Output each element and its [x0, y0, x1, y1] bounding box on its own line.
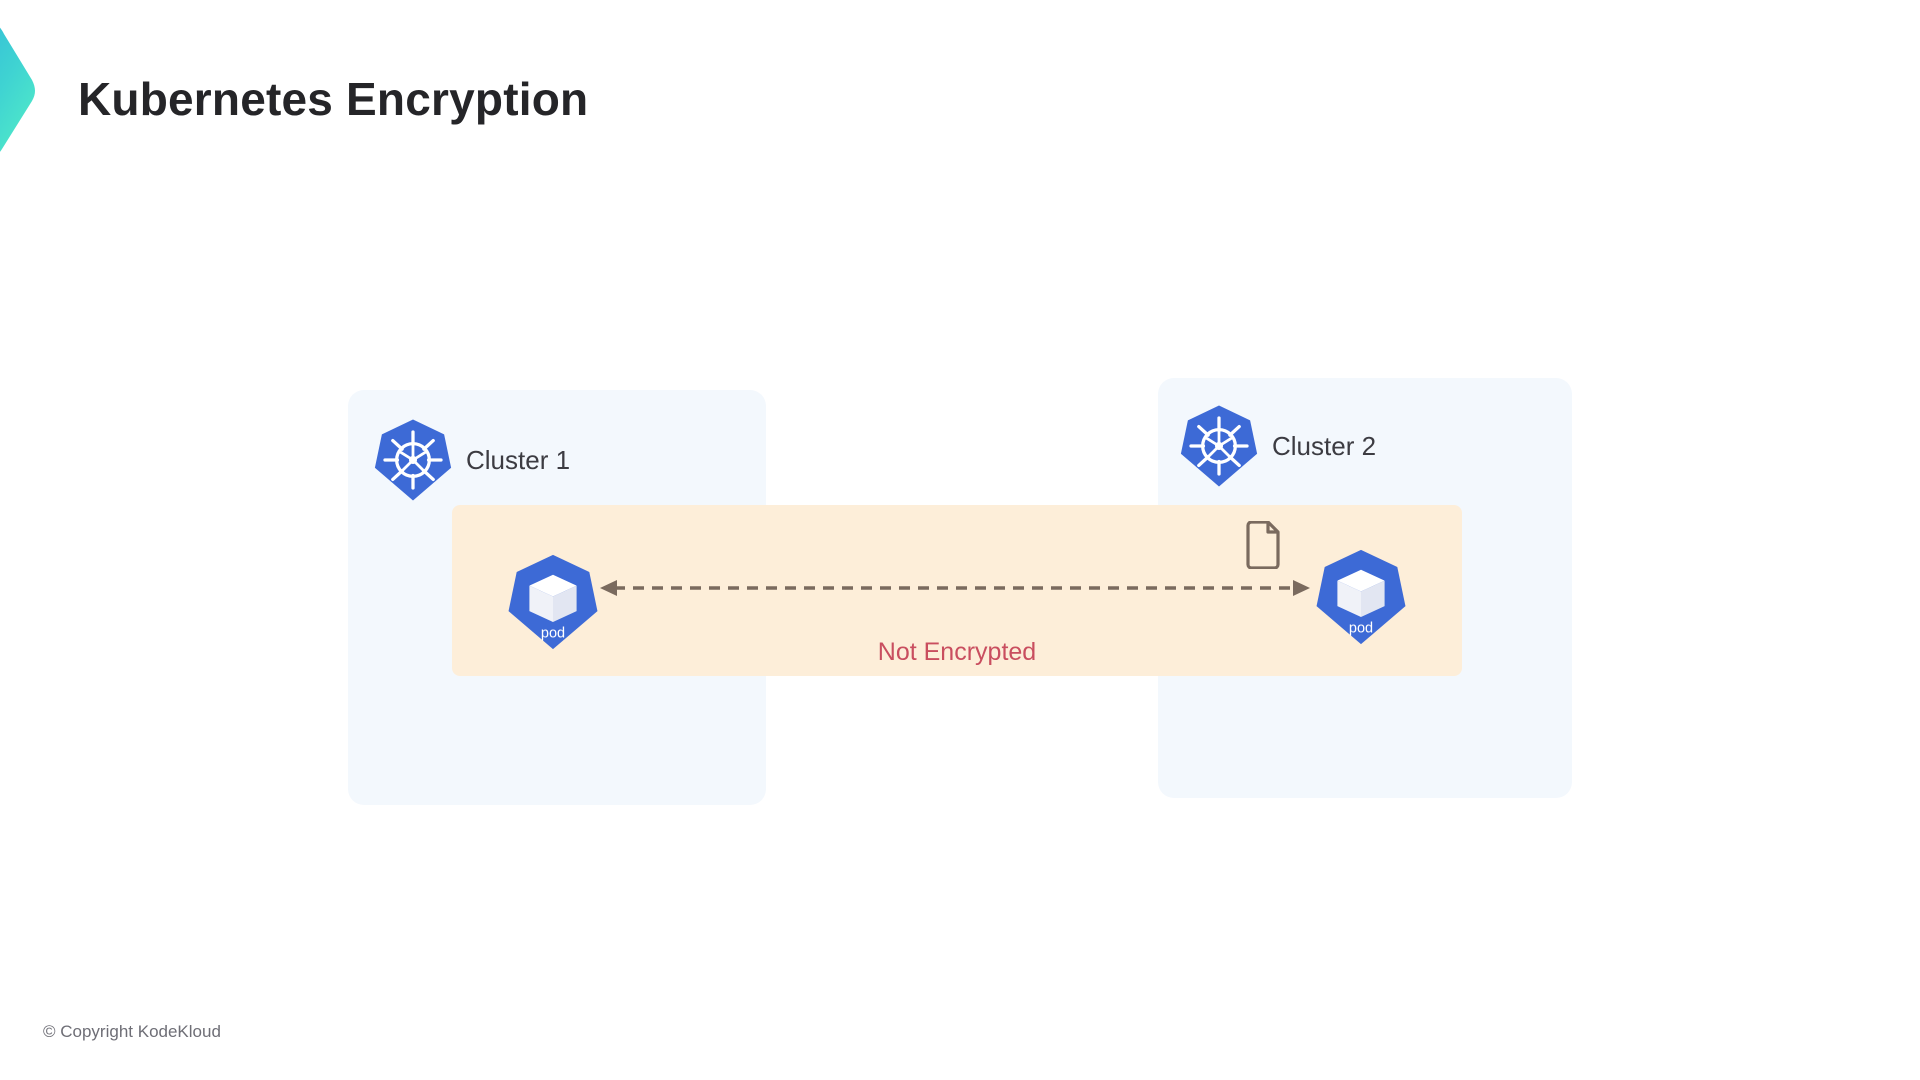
chevron-logo-icon: [0, 18, 56, 158]
cluster-2-header: Cluster 2: [1180, 404, 1376, 488]
pod-label: pod: [1349, 620, 1373, 636]
pod-cluster-1: pod: [507, 553, 599, 651]
cluster-1-label: Cluster 1: [466, 444, 571, 475]
dashed-double-arrow-icon: [600, 565, 1310, 611]
page-title: Kubernetes Encryption: [78, 73, 589, 125]
document-file-icon: [1243, 520, 1283, 570]
pod-label: pod: [541, 625, 565, 641]
kubernetes-helm-icon: [374, 418, 452, 502]
cluster-1-header: Cluster 1: [374, 418, 570, 502]
pod-cluster-2: pod: [1315, 548, 1407, 646]
copyright-text: © Copyright KodeKloud: [43, 1022, 221, 1041]
kubernetes-helm-icon: [1180, 404, 1258, 488]
cluster-2-label: Cluster 2: [1272, 430, 1377, 461]
not-encrypted-caption: Not Encrypted: [877, 638, 1037, 666]
